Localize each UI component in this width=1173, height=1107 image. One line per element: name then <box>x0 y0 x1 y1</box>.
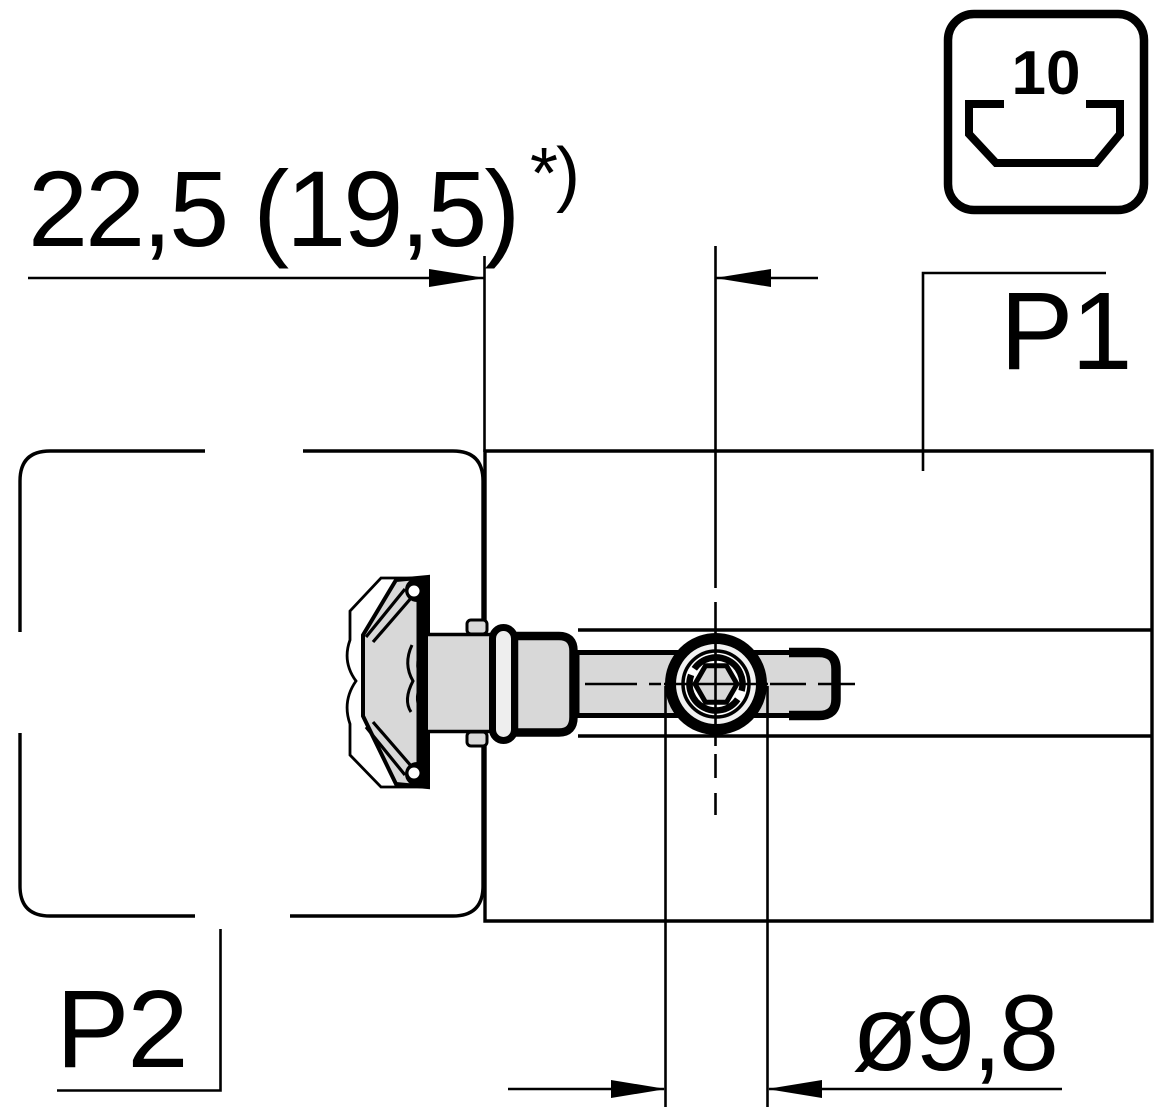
slot-badge-frame <box>943 9 1149 215</box>
footnote-marker: *) <box>530 134 578 214</box>
t-slot-profile-icon <box>965 100 1124 167</box>
diameter-text: ø9,8 <box>852 972 1056 1093</box>
bolt-collar <box>509 631 578 737</box>
dimension-top-text: 22,5 (19,5) <box>28 148 517 269</box>
p1-callout: P1 <box>921 270 1133 471</box>
profile-p1-block <box>483 449 1154 923</box>
p1-block-outline <box>483 449 1154 923</box>
bolt-square-tab-bottom <box>465 730 489 748</box>
p2-leader-line <box>57 929 222 1092</box>
bolt-head-rear-contour <box>345 576 425 789</box>
bolt-head-corner-notch-top <box>408 585 420 597</box>
dimension-top-arrow-left <box>429 269 485 287</box>
bolt-head-chamfer-top <box>364 587 414 644</box>
diameter-arrow-right <box>767 1080 822 1098</box>
dimension-top: 22,5 (19,5) *) <box>28 134 818 452</box>
slot-size-badge: 10 <box>943 9 1149 215</box>
dimension-diameter: ø9,8 <box>508 686 1062 1107</box>
slot-size-text: 10 <box>1012 39 1081 108</box>
dimension-top-arrow-right <box>715 269 771 287</box>
bolt-head-chamfer-bottom <box>364 720 414 777</box>
bolt-head-serration-marks <box>406 644 424 713</box>
ball-arc-top <box>691 654 746 692</box>
bolt-washer-ring <box>489 624 518 744</box>
p2-label: P2 <box>56 968 187 1091</box>
p1-label: P1 <box>1000 270 1131 393</box>
t-bolt <box>345 574 841 790</box>
bolt-square-tab-top <box>465 618 489 636</box>
p2-outline-top-left <box>18 449 205 632</box>
center-lines <box>585 246 855 815</box>
bolt-neck-fill <box>428 636 494 730</box>
p2-outline-bottom-left <box>18 733 195 918</box>
diameter-arrow-left <box>611 1080 666 1098</box>
p1-leader-line <box>921 271 1106 471</box>
p2-callout: P2 <box>56 929 222 1092</box>
bolt-head-corner-notch-bottom <box>408 767 420 779</box>
